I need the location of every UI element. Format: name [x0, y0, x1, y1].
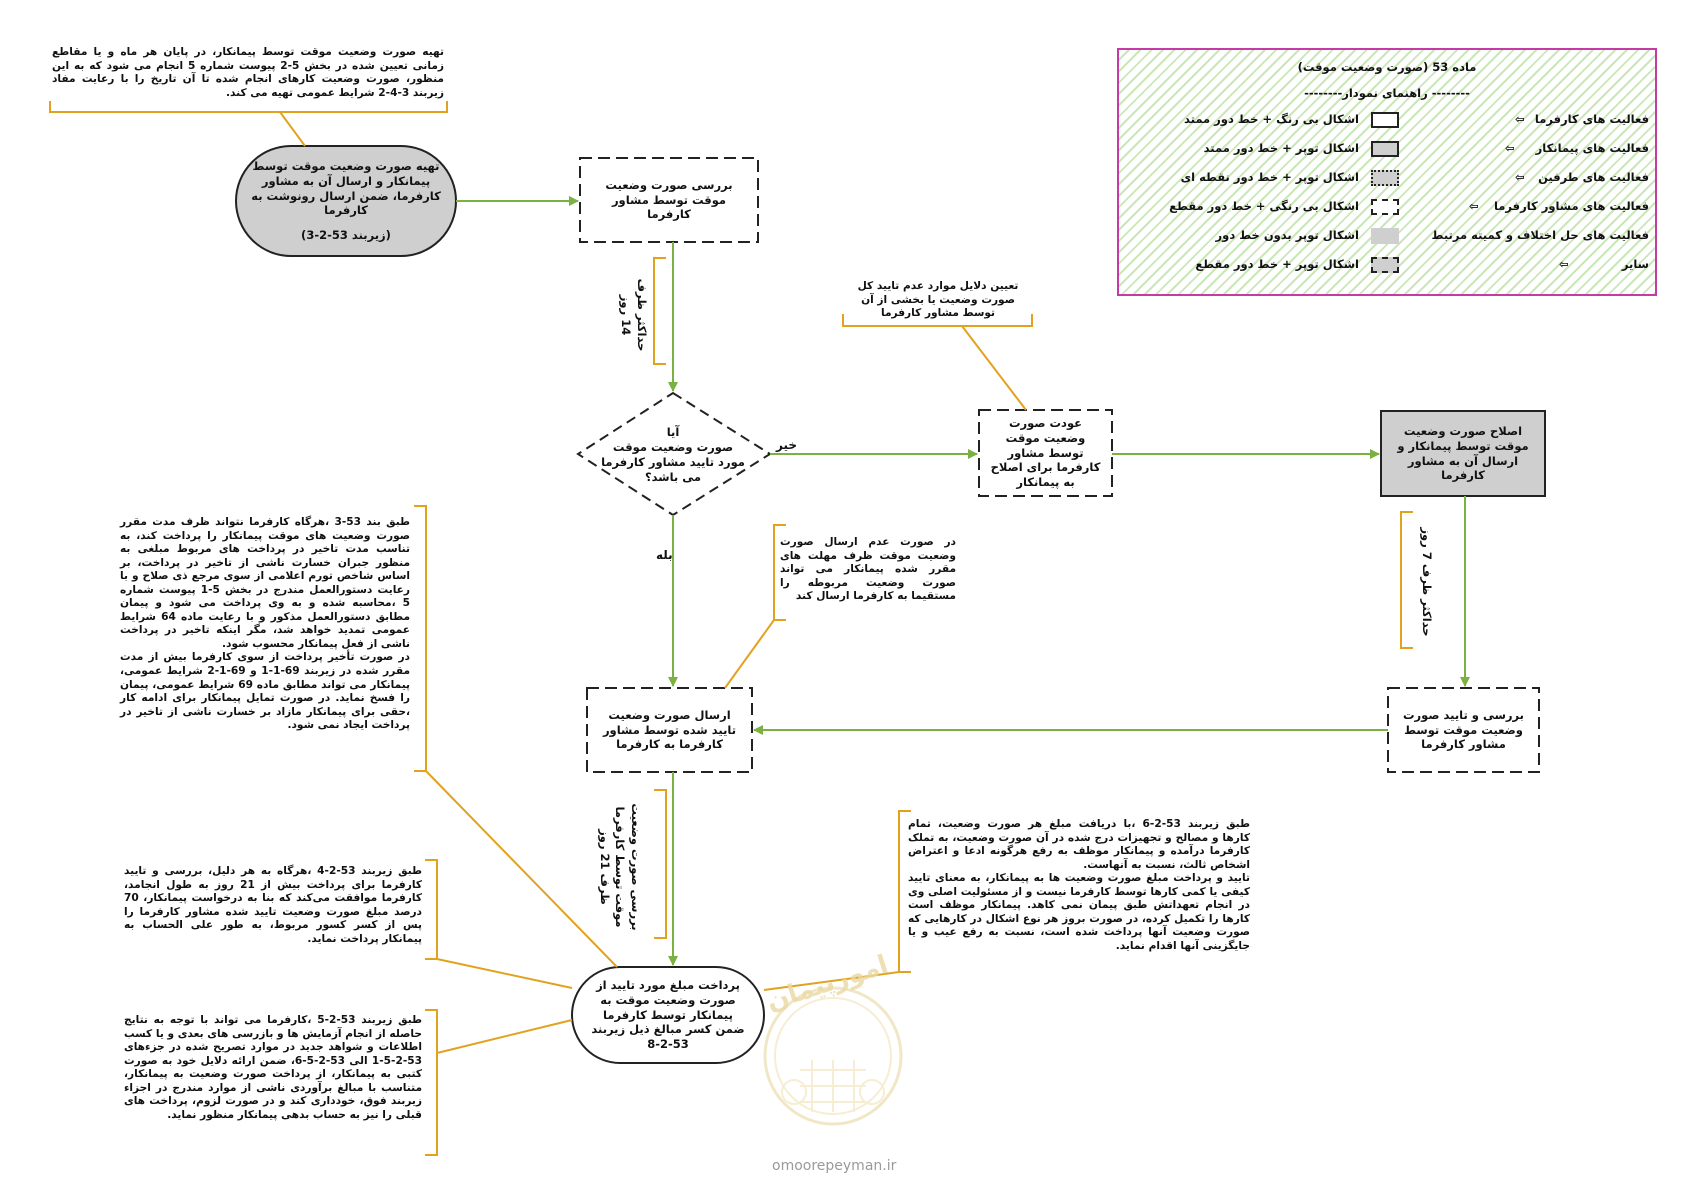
note-direct-send: در صورت عدم ارسال صورت وضعیت موقت ظرف مه…	[780, 536, 956, 603]
legend-subtitle: -------- راهنمای نمودار--------	[1304, 86, 1470, 100]
connector-clause-53-2-4	[436, 958, 573, 989]
connector-clause-53-2-5	[436, 1019, 573, 1054]
node-correct-statement-text: اصلاح صورت وضعیت موقت توسط پیمانکار و ار…	[1397, 423, 1529, 483]
legend-arrow-icon: ⇦	[1515, 170, 1525, 184]
node-send-approved-text: ارسال صورت وضعیت تایید شده توسط مشاور کا…	[602, 707, 737, 752]
node-payment: پرداخت مبلغ مورد تایید از صورت وضعیت موق…	[572, 967, 764, 1063]
node-payment-shape	[571, 966, 765, 1064]
connector-clause-53-2-6	[763, 971, 900, 991]
node-approve-statement: بررسی و تایید صورت وضعیت موقت توسط مشاور…	[1388, 688, 1539, 772]
bracket-7-days	[1400, 511, 1413, 649]
legend-row-desc: اشکال بی رنگ + خط دور ممتد	[1184, 112, 1359, 126]
node-send-approved: ارسال صورت وضعیت تایید شده توسط مشاور کا…	[587, 688, 752, 772]
note-clause-53-3: طبق بند 53-3 ،هرگاه کارفرما نتواند ظرف م…	[120, 516, 411, 732]
legend-row-label: سایر	[1621, 257, 1649, 271]
bracket-clause-53-2-6	[898, 810, 911, 973]
edge-label-review-21-days: بررسی صورت وضعیت موقت توسط کارفرما ظرف 2…	[597, 803, 643, 931]
legend-row-desc: اشکال بی رنگی + خط دور مقطع	[1169, 199, 1359, 213]
node-prepare-statement-text: تهیه صورت وضعیت موقت توسط پیمانکار و ارس…	[251, 158, 441, 218]
legend-box: ماده 53 (صورت وضعیت موقت) -------- راهنم…	[1117, 48, 1657, 296]
decision-line-3: مورد تایید مشاور کارفرما	[601, 455, 745, 469]
node-send-approved-shape	[586, 687, 753, 773]
legend-swatch-dashed-filled	[1371, 257, 1399, 273]
node-correct-statement-shape	[1380, 410, 1546, 497]
legend-arrow-icon: ⇦	[1469, 199, 1479, 213]
decision-approved: آیا صورت وضعیت موقت مورد تایید مشاور کار…	[590, 410, 756, 500]
legend-swatch-dashed-empty	[1371, 199, 1399, 215]
bracket-14-days	[653, 257, 666, 365]
bracket-clause-53-2-5	[425, 1009, 438, 1156]
legend-row-label: فعالیت های کارفرما	[1534, 112, 1649, 126]
legend-swatch-dotted-filled	[1371, 170, 1399, 186]
watermark-logo	[763, 986, 903, 1126]
legend-swatch-solid-filled	[1371, 141, 1399, 157]
connector-top-left-note	[279, 111, 306, 147]
legend-row-label: فعالیت های مشاور کارفرما	[1493, 199, 1649, 213]
legend-row-label: فعالیت های پیمانکار	[1535, 141, 1649, 155]
note-reasons: تعیین دلایل موارد عدم تایید کل صورت وضعی…	[857, 280, 1019, 320]
node-payment-text: پرداخت مبلغ مورد تایید از صورت وضعیت موق…	[591, 977, 745, 1052]
edge-label-max-7-days: حداکثر ظرف 7 روز	[1420, 527, 1434, 637]
legend-swatch-solid-empty	[1371, 112, 1399, 128]
legend-arrow-icon: ⇦	[1505, 141, 1515, 155]
node-approve-statement-shape	[1387, 687, 1540, 773]
bracket-reasons-note	[842, 314, 1033, 327]
note-top-left: تهیه صورت وضعیت موقت توسط پیمانکار، در پ…	[52, 46, 445, 99]
edge-label-no: خیر	[776, 438, 798, 452]
note-clause-53-2-4: طبق زیربند 53-2-4 ،هرگاه به هر دلیل، برر…	[124, 865, 422, 945]
bracket-clause-53-2-4	[425, 859, 438, 960]
node-correct-statement: اصلاح صورت وضعیت موقت توسط پیمانکار و ار…	[1381, 411, 1545, 496]
decision-line-1: آیا	[666, 425, 680, 440]
note-clause-53-2-5: طبق زیربند 53-2-5 ،کارفرما می تواند با ت…	[124, 1014, 422, 1121]
decision-line-4: می باشد؟	[644, 469, 702, 484]
node-approve-statement-text: بررسی و تایید صورت وضعیت موقت توسط مشاور…	[1403, 707, 1524, 752]
node-return-statement-shape	[978, 409, 1113, 497]
edge-label-max-14-days: حداکثر ظرف 14 روز	[619, 278, 649, 352]
bracket-direct-send-note	[773, 524, 786, 621]
connector-direct-send-note	[724, 619, 775, 689]
node-return-statement: عودت صورت وضعیت موقت توسط مشاور کارفرما …	[979, 410, 1112, 496]
note-clause-53-2-6: طبق زیربند 53-2-6 ،با دریافت مبلغ هر صور…	[908, 818, 1250, 952]
node-prepare-statement: تهیه صورت وضعیت موقت توسط پیمانکار و ارس…	[236, 146, 456, 256]
node-prepare-statement-ref: (زیربند 53-2-3)	[301, 228, 391, 243]
connector-clause-53-3	[425, 770, 618, 968]
legend-row-desc: اشکال توپر + خط دور نقطه ای	[1180, 170, 1359, 184]
legend-row-desc: اشکال توپر بدون خط دور	[1215, 228, 1359, 242]
legend-row-label: فعالیت های طرفین	[1538, 170, 1649, 184]
legend-row-desc: اشکال توپر + خط دور ممتد	[1203, 141, 1359, 155]
edge-label-yes: بله	[656, 548, 673, 562]
node-consultant-review-text: بررسی صورت وضعیت موقت توسط مشاور کارفرما	[605, 177, 733, 222]
node-consultant-review: بررسی صورت وضعیت موقت توسط مشاور کارفرما	[580, 158, 758, 242]
bracket-clause-53-3	[414, 505, 427, 772]
legend-row-desc: اشکال توپر + خط دور مقطع	[1195, 257, 1359, 271]
legend-arrow-icon: ⇦	[1515, 112, 1525, 126]
watermark-url: omoorepeyman.ir	[772, 1158, 897, 1174]
bracket-top-left-note	[49, 101, 448, 113]
bracket-21-days	[654, 789, 667, 939]
legend-arrow-icon: ⇦	[1559, 257, 1569, 271]
legend-title: ماده 53 (صورت وضعیت موقت)	[1297, 60, 1477, 74]
legend-row-label: فعالیت های حل اختلاف و کمیته مرتبط	[1431, 228, 1649, 242]
decision-line-2: صورت وضعیت موقت	[612, 440, 734, 455]
legend-swatch-filled-noborder	[1371, 228, 1399, 244]
node-consultant-review-shape	[579, 157, 759, 243]
connector-reasons-note	[961, 325, 1027, 411]
node-return-statement-text: عودت صورت وضعیت موقت توسط مشاور کارفرما …	[990, 415, 1101, 490]
